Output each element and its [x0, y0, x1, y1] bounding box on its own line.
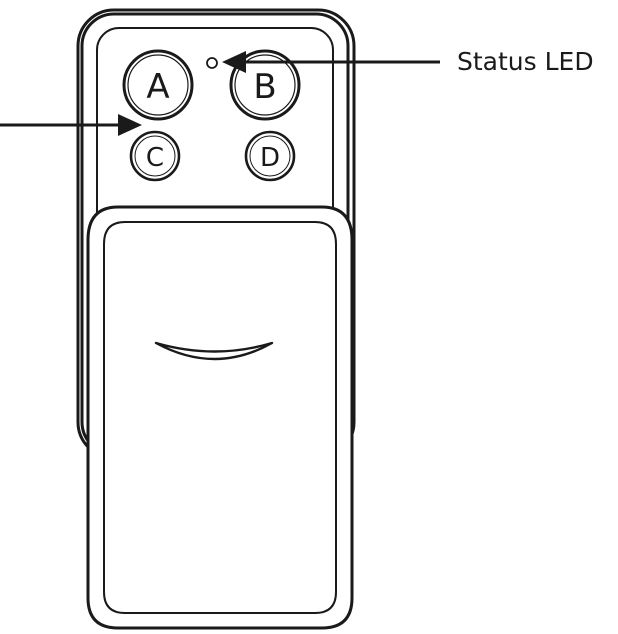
callout-button-c	[0, 114, 142, 136]
status-led-label: Status LED	[457, 47, 594, 76]
button-d-inner-ring	[249, 135, 291, 177]
button-c-label: C	[146, 143, 164, 173]
button-b-inner-ring	[234, 54, 296, 116]
button-b-label: B	[253, 67, 276, 107]
callout-button-c-arrowhead	[118, 114, 142, 136]
button-a-ring	[122, 49, 194, 121]
callout-status-led-arrowhead	[222, 51, 246, 73]
button-c-inner-ring	[134, 135, 176, 177]
button-c-ring	[129, 130, 181, 182]
callout-status-led: Status LED	[222, 47, 594, 76]
button-b-ring	[229, 49, 301, 121]
sliding-cover[interactable]	[86, 205, 354, 630]
button-a[interactable]: A	[122, 49, 194, 121]
cover-inner	[103, 221, 337, 614]
button-b[interactable]: B	[229, 49, 301, 121]
button-panel: A B C D	[122, 49, 301, 182]
status-led-icon	[206, 57, 218, 69]
grip-groove-icon	[154, 341, 274, 361]
cover-outer	[86, 205, 354, 630]
button-d-label: D	[260, 143, 280, 173]
button-d[interactable]: D	[244, 130, 296, 182]
button-a-label: A	[146, 67, 169, 107]
button-a-inner-ring	[127, 54, 189, 116]
button-d-ring	[244, 130, 296, 182]
button-c[interactable]: C	[129, 130, 181, 182]
